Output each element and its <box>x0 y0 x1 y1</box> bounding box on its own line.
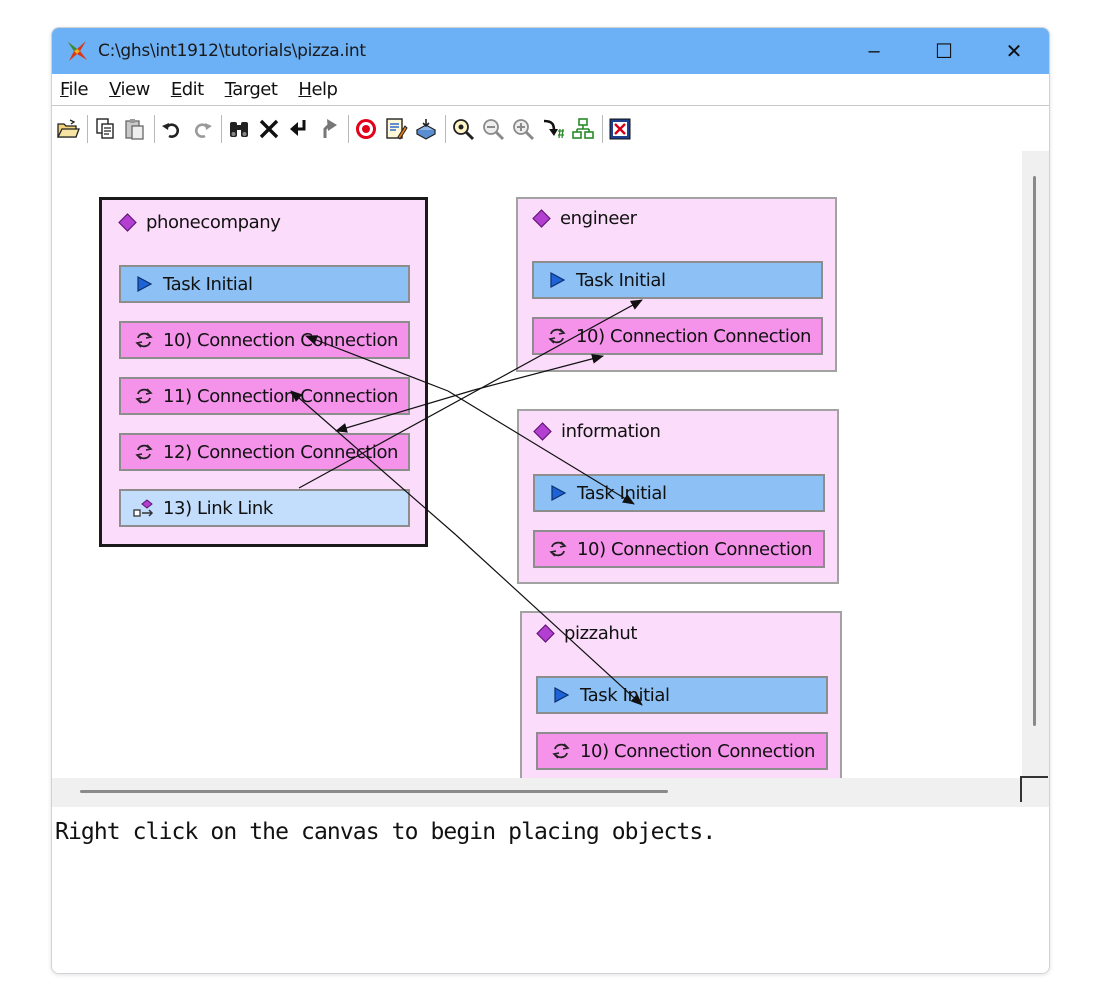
open-folder-icon[interactable] <box>55 116 81 142</box>
delete-x-icon[interactable] <box>256 116 282 142</box>
engineer-task-initial[interactable]: Task Initial <box>532 261 823 299</box>
undo-icon[interactable] <box>159 116 185 142</box>
close-document-icon[interactable] <box>607 116 633 142</box>
close-icon: ✕ <box>1005 40 1023 63</box>
phonecompany-link-13[interactable]: 13) Link Link <box>119 489 410 527</box>
status-message: Right click on the canvas to begin placi… <box>55 819 716 845</box>
task-information[interactable]: information Task Initial 10) Connection … <box>517 409 839 584</box>
move-up-icon[interactable] <box>316 116 342 142</box>
link-icon <box>133 498 155 518</box>
properties-icon[interactable] <box>383 116 409 142</box>
window-title: C:\ghs\int1912\tutorials\pizza.int <box>98 41 366 61</box>
menu-view[interactable]: View <box>109 79 150 100</box>
vertical-scrollbar[interactable] <box>1022 151 1049 778</box>
phonecompany-connection-10[interactable]: 10) Connection Connection <box>119 321 410 359</box>
play-triangle-icon <box>550 685 572 705</box>
binoculars-find-icon[interactable] <box>226 116 252 142</box>
task-diamond-icon <box>118 213 137 232</box>
task-header-information: information <box>533 421 661 442</box>
target-icon[interactable] <box>353 116 379 142</box>
paste-icon[interactable] <box>122 116 148 142</box>
zoom-out-icon[interactable] <box>480 116 506 142</box>
task-phonecompany[interactable]: phonecompany Task Initial 10) Connection… <box>99 197 428 547</box>
menu-help[interactable]: Help <box>298 79 338 100</box>
toolbar-separator <box>87 115 88 143</box>
phonecompany-task-initial[interactable]: Task Initial <box>119 265 410 303</box>
design-canvas[interactable]: phonecompany Task Initial 10) Connection… <box>52 151 1022 778</box>
task-engineer[interactable]: engineer Task Initial 10) Connection Con… <box>516 197 837 372</box>
horizontal-scrollbar[interactable] <box>52 778 1022 807</box>
task-diamond-icon <box>533 422 552 441</box>
minimize-icon: – <box>868 39 880 62</box>
maximize-button[interactable]: ☐ <box>909 28 979 74</box>
move-down-icon[interactable] <box>286 116 312 142</box>
task-header-engineer: engineer <box>532 208 637 229</box>
goto-icon[interactable] <box>540 116 566 142</box>
phonecompany-connection-12[interactable]: 12) Connection Connection <box>119 433 410 471</box>
scroll-corner <box>1020 776 1049 807</box>
layout-tree-icon[interactable] <box>570 116 596 142</box>
resize-grip-icon[interactable] <box>1020 776 1048 802</box>
pizzahut-task-initial[interactable]: Task Initial <box>536 676 828 714</box>
task-header-pizzahut: pizzahut <box>536 623 637 644</box>
menu-target[interactable]: Target <box>224 79 278 100</box>
connection-icon <box>133 442 155 462</box>
toolbar <box>52 107 1049 151</box>
task-diamond-icon <box>536 624 555 643</box>
toolbar-separator <box>445 115 446 143</box>
menu-bar: File View Edit Target Help <box>52 74 1049 106</box>
build-icon[interactable] <box>413 116 439 142</box>
information-connection-10[interactable]: 10) Connection Connection <box>533 530 825 568</box>
zoom-in-icon[interactable] <box>510 116 536 142</box>
canvas-area: phonecompany Task Initial 10) Connection… <box>52 151 1049 807</box>
phonecompany-connection-11[interactable]: 11) Connection Connection <box>119 377 410 415</box>
pizzahut-connection-10[interactable]: 10) Connection Connection <box>536 732 828 770</box>
engineer-connection-10[interactable]: 10) Connection Connection <box>532 317 823 355</box>
toolbar-separator <box>602 115 603 143</box>
menu-file[interactable]: File <box>60 79 89 100</box>
connection-icon <box>546 326 568 346</box>
main-window: C:\ghs\int1912\tutorials\pizza.int – ☐ ✕… <box>51 27 1050 974</box>
play-triangle-icon <box>133 274 155 294</box>
minimize-button[interactable]: – <box>839 28 909 74</box>
zoom-fit-icon[interactable] <box>450 116 476 142</box>
task-diamond-icon <box>532 209 551 228</box>
connection-icon <box>550 741 572 761</box>
redo-icon[interactable] <box>189 116 215 142</box>
information-task-initial[interactable]: Task Initial <box>533 474 825 512</box>
maximize-icon: ☐ <box>935 40 953 63</box>
copy-icon[interactable] <box>92 116 118 142</box>
menu-edit[interactable]: Edit <box>170 79 204 100</box>
task-pizzahut[interactable]: pizzahut Task Initial 10) Connection Con… <box>520 611 842 778</box>
horizontal-scroll-thumb[interactable] <box>80 790 668 793</box>
toolbar-separator <box>154 115 155 143</box>
toolbar-separator <box>348 115 349 143</box>
play-triangle-icon <box>546 270 568 290</box>
connection-icon <box>133 330 155 350</box>
play-triangle-icon <box>547 483 569 503</box>
connection-icon <box>133 386 155 406</box>
connection-icon <box>547 539 569 559</box>
close-button[interactable]: ✕ <box>979 28 1049 74</box>
vertical-scroll-thumb[interactable] <box>1033 176 1036 726</box>
toolbar-separator <box>221 115 222 143</box>
app-logo-icon <box>64 38 90 64</box>
title-bar[interactable]: C:\ghs\int1912\tutorials\pizza.int – ☐ ✕ <box>52 28 1049 74</box>
task-header-phonecompany: phonecompany <box>118 212 281 233</box>
message-pane: Right click on the canvas to begin placi… <box>52 807 1049 973</box>
